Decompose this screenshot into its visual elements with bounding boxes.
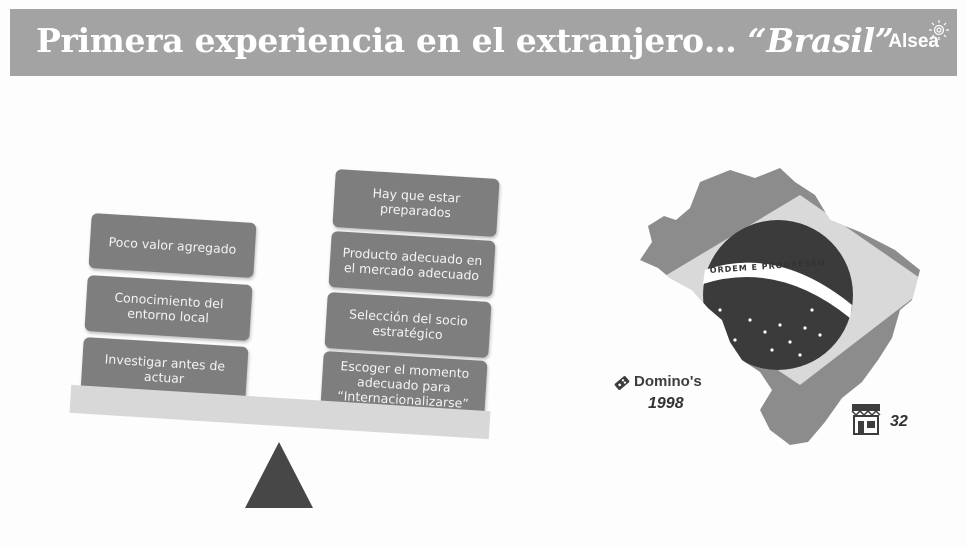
dominos-name: Domino's — [634, 373, 702, 390]
header-bar: Primera experiencia en el extranjero… “B… — [10, 9, 957, 76]
right-box-1-label: Hay que estar preparados — [372, 185, 461, 221]
sun-logo-icon — [929, 20, 949, 40]
title-main: Primera experiencia en el extranjero… — [36, 21, 748, 60]
brazil-flag-map: ORDEM E PROGRESSO — [640, 168, 920, 445]
dominos-block: Domino's 1998 — [612, 373, 712, 423]
slide-title: Primera experiencia en el extranjero… “B… — [36, 21, 894, 60]
dominos-year: 1998 — [648, 395, 684, 412]
right-box-2-label: Producto adecuado en el mercado adecuado — [342, 244, 483, 284]
brand-logo-text: Alsea — [888, 31, 939, 52]
left-box-2: Conocimiento del entorno local — [84, 275, 253, 341]
right-box-1: Hay que estar preparados — [332, 169, 500, 237]
store-icon — [851, 404, 881, 435]
title-country: “Brasil” — [747, 21, 894, 60]
right-box-2: Producto adecuado en el mercado adecuado — [328, 231, 496, 297]
right-box-3-label: Selección del socio estratégico — [348, 306, 469, 343]
domino-logo-icon — [614, 376, 630, 390]
left-box-2-label: Conocimiento del entorno local — [114, 289, 224, 326]
right-box-3: Selección del socio estratégico — [324, 292, 492, 358]
left-box-3-label: Investigar antes de actuar — [104, 351, 226, 387]
left-box-1: Poco valor agregado — [88, 213, 257, 278]
store-count: 32 — [890, 413, 908, 430]
store-count-block: 32 — [850, 402, 930, 442]
balance-fulcrum — [245, 442, 313, 508]
left-box-1-label: Poco valor agregado — [108, 234, 237, 257]
